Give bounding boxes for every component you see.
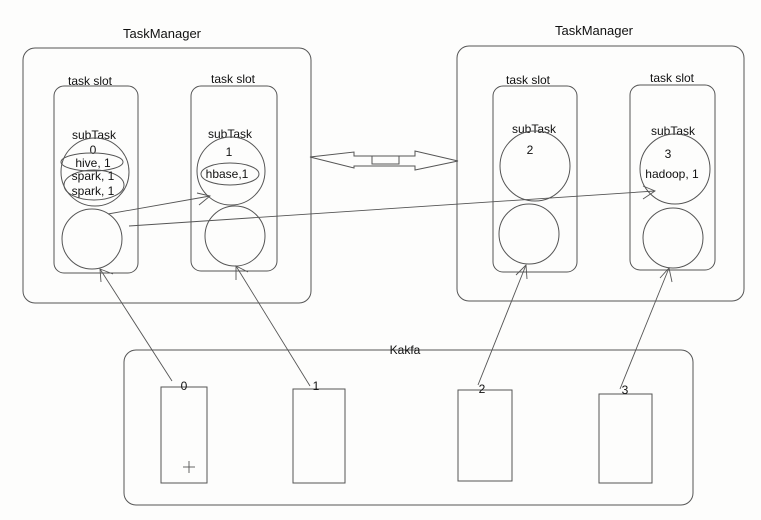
source-2-circle (498, 203, 560, 265)
taskmanager-1-title: TaskManager (123, 26, 202, 41)
subtask-1-id: 1 (226, 145, 233, 159)
subtask-3-circle (639, 133, 711, 205)
task-slot-1-label: task slot (211, 72, 256, 86)
taskmanager-1-box (22, 47, 312, 304)
double-arrow-shape (309, 150, 459, 171)
partition-2 (457, 389, 513, 482)
arrowhead-source1 (235, 265, 249, 280)
arrowhead-subtask3 (642, 185, 656, 200)
arrow-source0-to-subtask3 (128, 190, 656, 227)
arrow-source0-to-subtask1 (107, 195, 211, 215)
partition-2-label: 2 (479, 382, 486, 396)
partition-3-label: 3 (622, 383, 629, 397)
arrow-p1-to-source1 (235, 265, 311, 387)
subtask-0-circle (60, 137, 130, 207)
subtask-2-id: 2 (527, 143, 534, 157)
taskmanager-2: TaskManager task slot subTask 2 task slo… (456, 23, 745, 302)
bidirectional-arrow (309, 150, 459, 171)
task-slot-1 (190, 85, 278, 272)
record-group-hbase (200, 162, 260, 186)
arrowhead-source3 (659, 267, 673, 283)
arrow-p2-to-source2 (477, 264, 527, 386)
partition-1-label: 1 (313, 379, 320, 393)
record-spark-1: spark, 1 (72, 169, 115, 183)
arrow-p0-to-source0 (99, 268, 173, 382)
task-slot-2 (492, 85, 578, 273)
partition-3 (598, 393, 653, 484)
taskmanager-2-title: TaskManager (555, 23, 634, 38)
arrowhead-subtask1 (196, 192, 211, 206)
record-spark-2: spark, 1 (72, 184, 115, 198)
record-group-hive (60, 152, 124, 172)
subtask-3-label: subTask (651, 124, 696, 138)
kafka: Kakfa 0 1 2 3 (123, 343, 694, 506)
record-hbase: hbase,1 (206, 167, 249, 181)
task-slot-0 (53, 85, 139, 274)
kafka-box (123, 349, 694, 506)
taskmanager-1: TaskManager task slot subTask 0 hive, 1 … (22, 26, 312, 304)
arrow-center-box (371, 155, 400, 165)
subtask-0-id: 0 (90, 143, 97, 157)
record-hadoop: hadoop, 1 (645, 167, 699, 181)
task-slot-0-label: task slot (68, 74, 113, 88)
subtask-1-label: subTask (208, 127, 253, 141)
arrowhead-source2 (515, 263, 528, 280)
source-0-circle (61, 208, 123, 270)
partition-1 (292, 388, 346, 484)
record-hive: hive, 1 (75, 156, 111, 170)
source-3-circle (642, 207, 704, 269)
move-cursor-icon (183, 461, 195, 473)
record-group-spark (63, 169, 125, 201)
task-slot-2-label: task slot (506, 73, 551, 87)
partition-arrows (99, 263, 673, 390)
subtask-3-id: 3 (665, 147, 672, 161)
partition-0 (160, 386, 208, 484)
shuffle-arrows (107, 185, 656, 227)
source-1-circle (204, 205, 266, 267)
subtask-0-label: subTask (72, 128, 117, 142)
task-slot-3-label: task slot (650, 71, 695, 85)
task-slot-3 (629, 84, 716, 271)
subtask-1-circle (196, 136, 266, 206)
subtask-2-circle (499, 130, 571, 202)
taskmanager-2-box (456, 45, 745, 302)
kafka-title: Kakfa (390, 343, 421, 357)
partition-0-label: 0 (181, 379, 188, 393)
arrow-p3-to-source3 (619, 267, 670, 390)
arrowhead-source0 (99, 268, 114, 283)
subtask-2-label: subTask (512, 122, 557, 136)
